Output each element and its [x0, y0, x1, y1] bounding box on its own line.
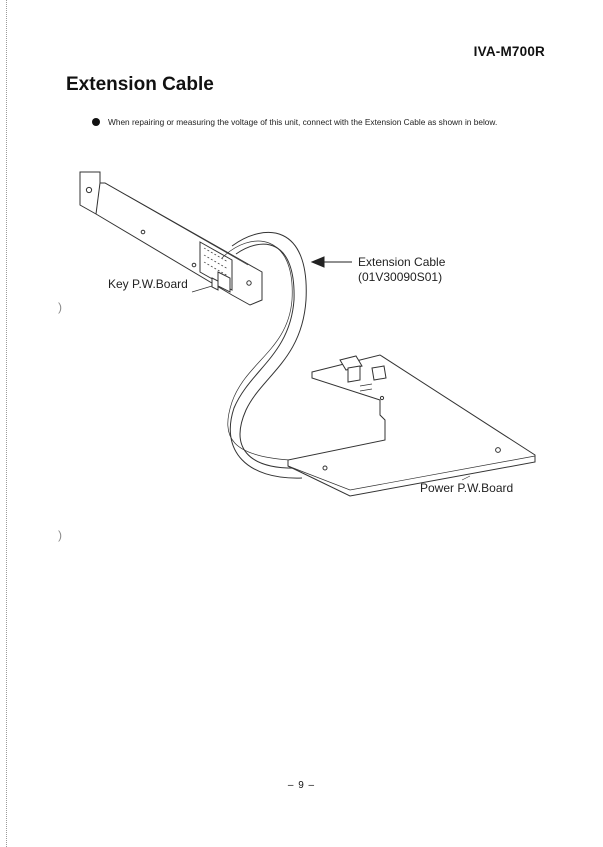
page-number: – 9 – [0, 780, 603, 791]
cable-part-number: (01V30090S01) [358, 270, 445, 285]
cable-name: Extension Cable [358, 255, 445, 270]
power-pw-board [288, 355, 535, 496]
key-board-label: Key P.W.Board [108, 277, 188, 291]
scan-mark: ) [58, 528, 62, 542]
cable-arrow [312, 257, 352, 267]
scan-mark: ) [58, 300, 62, 314]
power-board-label: Power P.W.Board [420, 481, 513, 495]
cable-label: Extension Cable (01V30090S01) [358, 255, 445, 285]
